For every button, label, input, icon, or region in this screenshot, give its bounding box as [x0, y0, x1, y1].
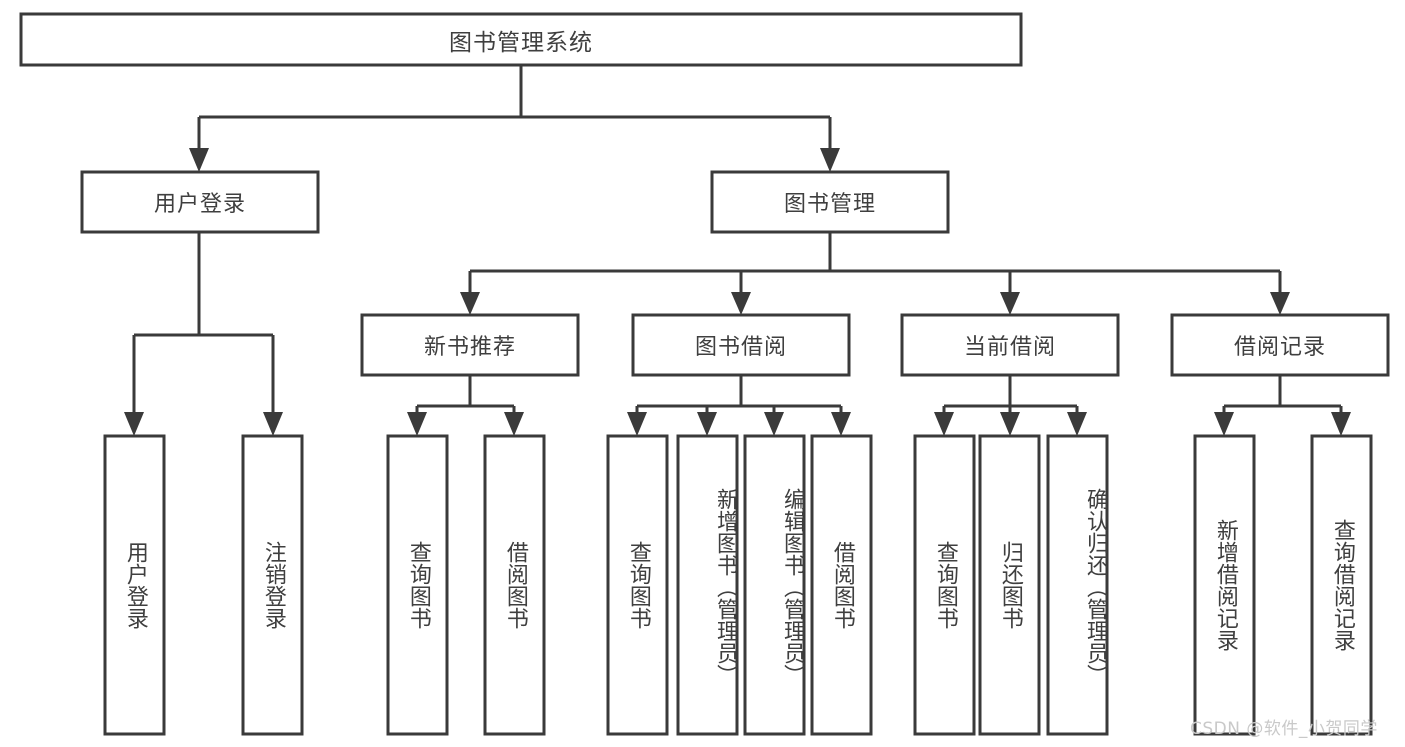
arrow-head-leaf-query-book-1	[407, 412, 427, 436]
arrow-head-leaf-query-book-3	[934, 412, 954, 436]
arrow-head-leaf-borrow-book-1	[504, 412, 524, 436]
node-box-leaf-query-book-3[interactable]	[913, 434, 976, 736]
arrow-head-book-borrow	[731, 292, 751, 315]
connector-root-to-level2	[189, 65, 840, 172]
arrow-head-book-manage	[820, 148, 840, 172]
connector-current-borrow-to-leaves	[934, 375, 1087, 436]
arrow-head-leaf-logout	[263, 412, 283, 436]
connector-book-manage-to-level3	[460, 232, 1290, 315]
node-box-leaf-query-book-2[interactable]	[606, 434, 669, 736]
node-box-leaf-return-book[interactable]	[978, 434, 1041, 736]
csdn-watermark: CSDN @软件_小贺同学	[1190, 719, 1378, 739]
node-box-leaf-edit-book[interactable]	[743, 434, 806, 736]
arrow-head-leaf-add-book	[697, 412, 717, 436]
arrow-head-leaf-query-record	[1331, 412, 1351, 436]
node-box-leaf-add-record[interactable]	[1193, 434, 1256, 736]
arrow-head-leaf-user-login	[124, 412, 144, 436]
node-box-leaf-borrow-book-2[interactable]	[810, 434, 873, 736]
node-box-user-login[interactable]	[80, 170, 320, 234]
connector-book-borrow-to-leaves	[627, 375, 851, 436]
arrow-head-current-borrow	[1000, 292, 1020, 315]
arrow-head-user-login	[189, 148, 209, 172]
arrow-head-new-book-recommend	[460, 292, 480, 315]
arrow-head-leaf-confirm-return	[1067, 412, 1087, 436]
connector-borrow-record-to-leaves	[1214, 375, 1351, 436]
connector-new-book-recommend-to-leaves	[407, 375, 524, 436]
node-box-new-book-recommend[interactable]	[360, 313, 580, 377]
node-box-leaf-user-login[interactable]	[103, 434, 166, 736]
node-box-leaf-logout[interactable]	[241, 434, 304, 736]
node-box-leaf-borrow-book-1[interactable]	[483, 434, 546, 736]
node-box-root[interactable]	[19, 12, 1023, 67]
node-box-current-borrow[interactable]	[900, 313, 1120, 377]
arrow-head-leaf-borrow-book-2	[831, 412, 851, 436]
arrow-head-leaf-return-book	[1000, 412, 1020, 436]
arrow-head-leaf-query-book-2	[627, 412, 647, 436]
arrow-head-leaf-add-record	[1214, 412, 1234, 436]
node-box-borrow-record[interactable]	[1170, 313, 1390, 377]
arrow-head-leaf-edit-book	[764, 412, 784, 436]
node-box-leaf-confirm-return[interactable]	[1046, 434, 1109, 736]
node-box-book-borrow[interactable]	[631, 313, 851, 377]
node-box-book-manage[interactable]	[710, 170, 950, 234]
node-box-leaf-query-record[interactable]	[1310, 434, 1373, 736]
node-box-leaf-add-book[interactable]	[676, 434, 739, 736]
connector-user-login-to-leaves	[124, 232, 283, 436]
arrow-head-borrow-record	[1270, 292, 1290, 315]
node-box-leaf-query-book-1[interactable]	[386, 434, 449, 736]
